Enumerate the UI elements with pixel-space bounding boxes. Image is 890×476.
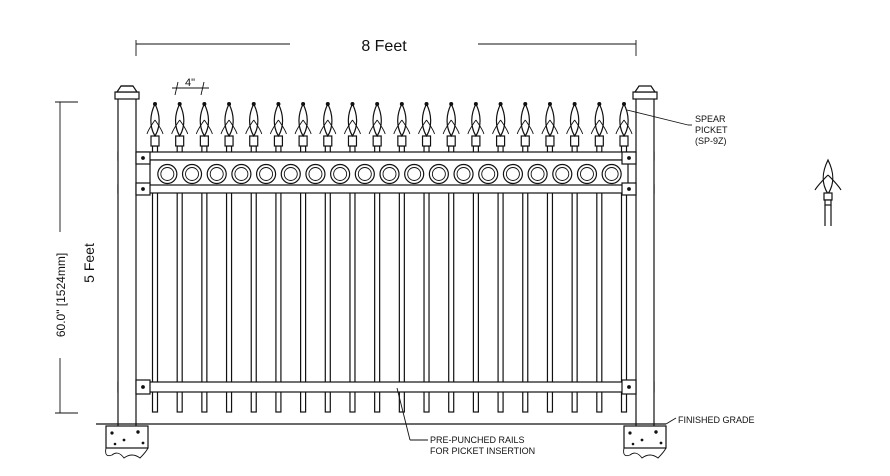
picket bbox=[615, 102, 633, 413]
picket bbox=[319, 102, 337, 413]
picket bbox=[146, 102, 164, 413]
ring-group bbox=[157, 163, 622, 185]
picket bbox=[492, 102, 510, 413]
picket bbox=[195, 102, 213, 413]
middle-rail bbox=[117, 184, 655, 194]
ring bbox=[354, 163, 375, 185]
finished-grade: FINISHED GRADE bbox=[96, 415, 755, 425]
picket bbox=[269, 102, 287, 413]
ring bbox=[330, 163, 351, 185]
ring bbox=[379, 163, 400, 185]
picket-group bbox=[146, 102, 633, 413]
ring bbox=[601, 163, 622, 185]
height-metric-label: 60.0" [1524mm] bbox=[54, 253, 68, 337]
picket bbox=[368, 102, 386, 413]
ring bbox=[305, 163, 326, 185]
ring bbox=[428, 163, 449, 185]
picket bbox=[516, 102, 534, 413]
spear-picket-callout: SPEAR PICKET (SP-9Z) bbox=[626, 109, 728, 146]
ring bbox=[453, 163, 474, 185]
picket bbox=[442, 102, 460, 413]
ring bbox=[255, 163, 277, 185]
left-post bbox=[114, 85, 151, 431]
spacing-label: 4" bbox=[185, 77, 195, 89]
ring bbox=[181, 163, 203, 185]
left-footing bbox=[105, 425, 149, 459]
picket bbox=[171, 102, 189, 413]
ring bbox=[280, 163, 301, 185]
ring bbox=[231, 163, 252, 185]
bottom-rail bbox=[117, 381, 655, 393]
rails-note-line-2: FOR PICKET INSERTION bbox=[430, 446, 535, 456]
finished-grade-label: FINISHED GRADE bbox=[678, 415, 755, 425]
spear-picket-line-2: PICKET bbox=[695, 125, 728, 135]
spacing-dimension: 4" bbox=[172, 77, 209, 96]
spear-picket-line-3: (SP-9Z) bbox=[695, 136, 727, 146]
ring bbox=[552, 163, 573, 185]
picket bbox=[590, 102, 608, 413]
picket bbox=[294, 102, 312, 413]
ring bbox=[478, 163, 499, 185]
ring bbox=[502, 163, 524, 185]
picket bbox=[418, 102, 435, 413]
height-dimension: 60.0" [1524mm] 5 Feet bbox=[54, 101, 97, 414]
top-rail bbox=[117, 151, 655, 161]
width-dimension: 8 Feet bbox=[135, 38, 637, 56]
ring bbox=[527, 163, 548, 185]
right-post bbox=[621, 85, 658, 431]
width-label: 8 Feet bbox=[361, 38, 407, 55]
right-footing bbox=[623, 425, 667, 459]
picket bbox=[467, 102, 485, 413]
picket bbox=[245, 102, 263, 413]
rails-note-line-1: PRE-PUNCHED RAILS bbox=[430, 435, 525, 445]
picket bbox=[393, 102, 411, 413]
ring bbox=[404, 163, 425, 185]
ring bbox=[157, 163, 178, 185]
height-label: 5 Feet bbox=[81, 243, 97, 283]
picket bbox=[344, 102, 361, 413]
picket bbox=[541, 102, 559, 413]
rails-note-callout: PRE-PUNCHED RAILS FOR PICKET INSERTION bbox=[396, 387, 535, 456]
ring bbox=[576, 163, 598, 185]
picket bbox=[220, 102, 238, 413]
spear-picket-line-1: SPEAR bbox=[695, 114, 726, 124]
picket bbox=[566, 102, 584, 413]
ring bbox=[206, 163, 227, 185]
spear-detail-icon bbox=[814, 158, 842, 226]
